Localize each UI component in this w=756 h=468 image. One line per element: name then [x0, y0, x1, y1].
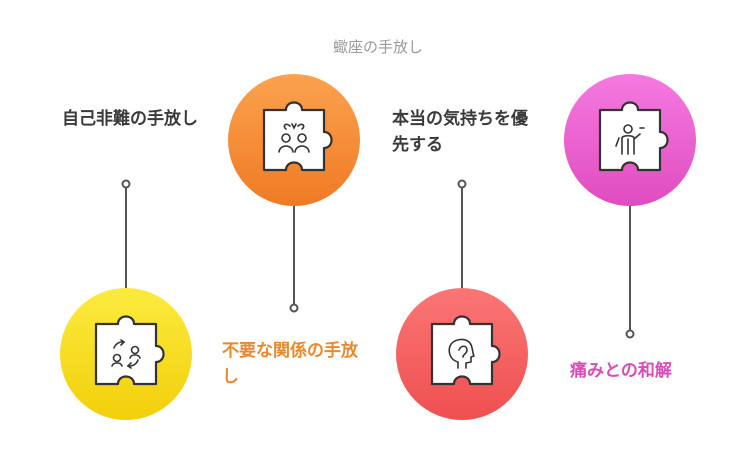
step-3-label: 本当の気持ちを優先する: [392, 109, 528, 155]
connector-3: [457, 179, 467, 288]
person-reflection-icon: [615, 124, 645, 155]
cycle-arrows-icon: [111, 339, 141, 369]
connector-2: [289, 205, 299, 313]
step-4-label: 痛みとの和解: [570, 361, 672, 381]
head-icon: [448, 338, 475, 369]
step-2-label: 不要な関係の手放し: [222, 341, 358, 387]
step-2-node: [228, 74, 360, 206]
step-1-label: 自己非難の手放し: [62, 109, 198, 129]
people-icon: [278, 123, 310, 153]
step-3-node: [396, 288, 528, 420]
diagram-title: 蠍座の手放し: [332, 38, 423, 56]
connector-1: [121, 179, 131, 288]
step-4-node: [564, 74, 696, 206]
step-1-node: [60, 288, 192, 420]
connector-4: [625, 205, 635, 339]
